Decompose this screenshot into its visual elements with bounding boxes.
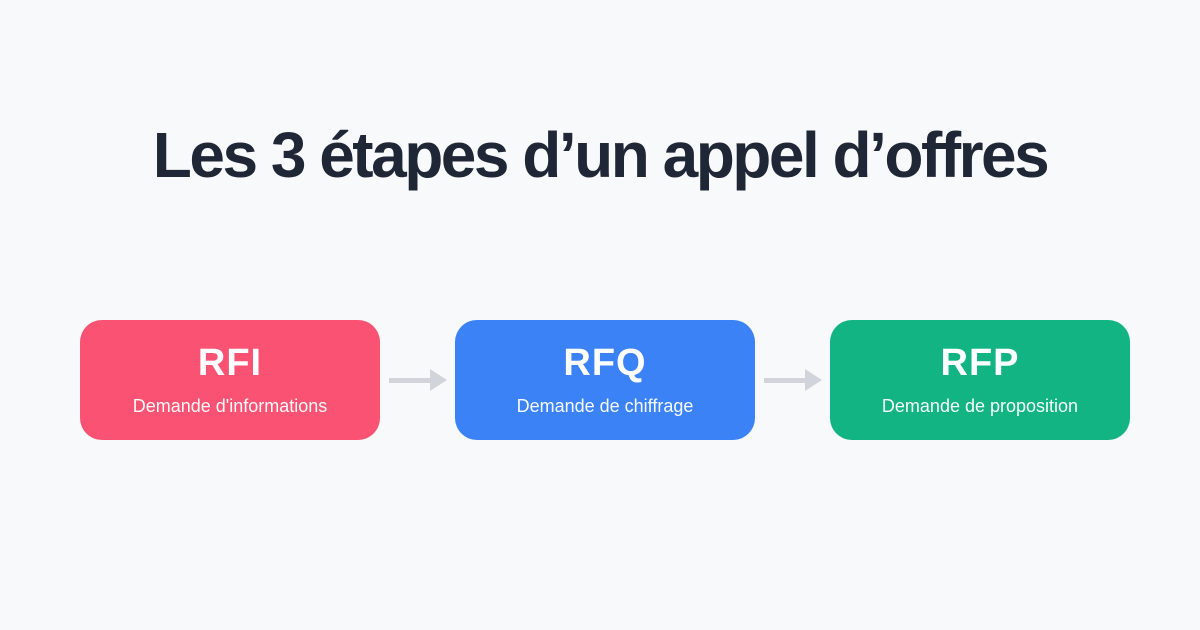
step-acronym: RFI: [197, 342, 263, 385]
steps-row: RFI Demande d'informations RFQ Demande d…: [80, 320, 1130, 440]
step-card-rfi: RFI Demande d'informations: [80, 320, 380, 440]
step-acronym: RFQ: [563, 342, 647, 385]
arrow-shaft: [388, 377, 431, 383]
arrow-right-icon: [380, 320, 455, 440]
arrow-head: [429, 369, 447, 391]
step-card-rfq: RFQ Demande de chiffrage: [455, 320, 755, 440]
step-description: Demande de chiffrage: [516, 396, 694, 417]
step-acronym: RFP: [940, 342, 1020, 385]
step-description: Demande de proposition: [881, 396, 1079, 417]
arrow-shaft: [763, 377, 806, 383]
step-description: Demande d'informations: [132, 396, 328, 417]
step-card-rfp: RFP Demande de proposition: [830, 320, 1130, 440]
arrow-right-icon: [755, 320, 830, 440]
page-title: Les 3 étapes d’un appel d’offres: [152, 119, 1050, 191]
arrow-head: [804, 369, 822, 391]
